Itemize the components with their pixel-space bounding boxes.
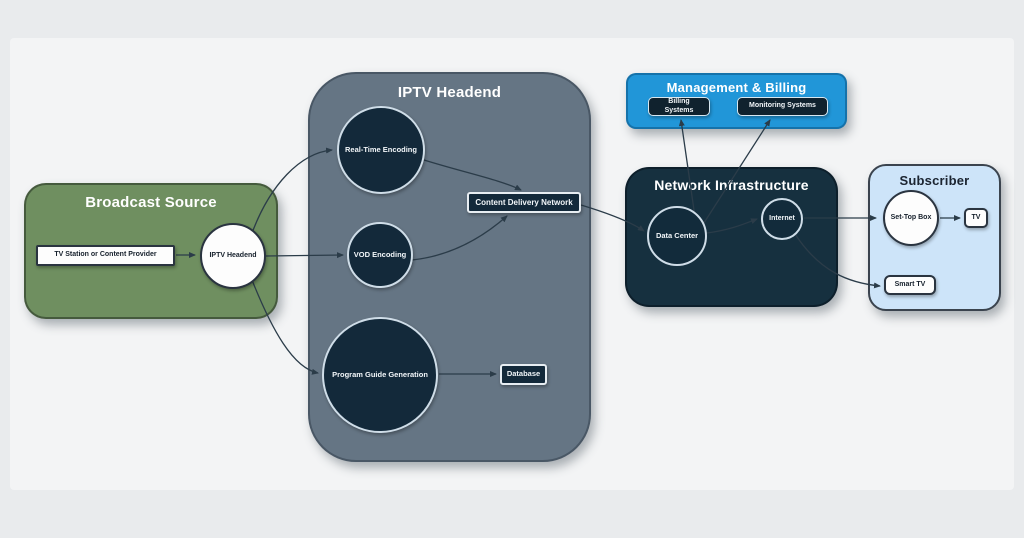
node-content-delivery-network: Content Delivery Network xyxy=(467,192,581,213)
group-title-broadcast-source: Broadcast Source xyxy=(85,194,217,211)
group-title-management-billing: Management & Billing xyxy=(666,80,807,95)
group-title-network-infrastructure: Network Infrastructure xyxy=(654,177,809,193)
node-database: Database xyxy=(500,364,547,385)
node-monitoring-systems: Monitoring Systems xyxy=(737,97,828,116)
node-iptv-headend: IPTV Headend xyxy=(200,223,266,289)
node-tv: TV xyxy=(964,208,988,228)
node-set-top-box: Set-Top Box xyxy=(883,190,939,246)
group-title-iptv-headend: IPTV Headend xyxy=(397,84,502,101)
group-title-subscriber: Subscriber xyxy=(899,173,970,188)
node-data-center: Data Center xyxy=(647,206,707,266)
node-billing-systems: Billing Systems xyxy=(648,97,710,116)
node-tv-station: TV Station or Content Provider xyxy=(36,245,175,266)
node-real-time-encoding: Real-Time Encoding xyxy=(337,106,425,194)
node-smart-tv: Smart TV xyxy=(884,275,936,295)
node-internet: Internet xyxy=(761,198,803,240)
node-program-guide-generation: Program Guide Generation xyxy=(322,317,438,433)
node-vod-encoding: VOD Encoding xyxy=(347,222,413,288)
